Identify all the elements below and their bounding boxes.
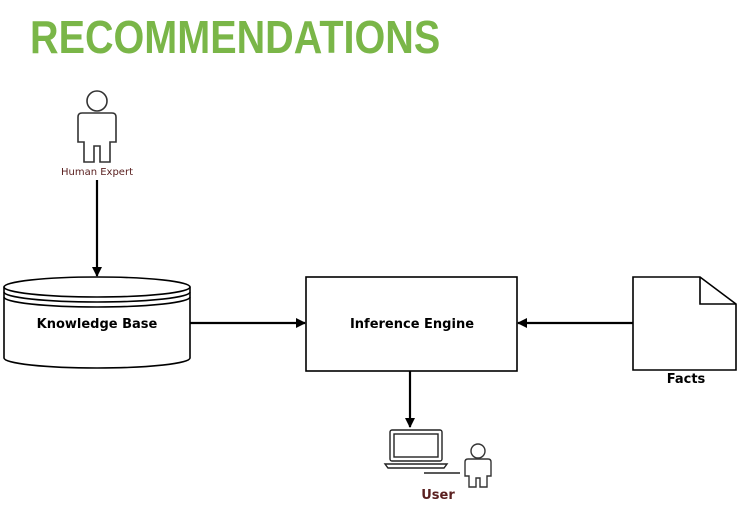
user-person-icon (464, 443, 492, 488)
facts-document-icon (632, 276, 737, 371)
page-title: RECOMMENDATIONS (30, 11, 441, 63)
knowledge-base-cylinder (3, 276, 191, 369)
computer-icon (383, 429, 460, 474)
human-expert-icon (77, 90, 117, 163)
user-label: User (421, 488, 455, 503)
inference-engine-box (305, 276, 518, 372)
knowledge-base-label: Knowledge Base (37, 317, 158, 332)
inference-engine-label: Inference Engine (350, 317, 474, 332)
facts-label: Facts (667, 372, 706, 387)
human-expert-label: Human Expert (61, 167, 133, 178)
